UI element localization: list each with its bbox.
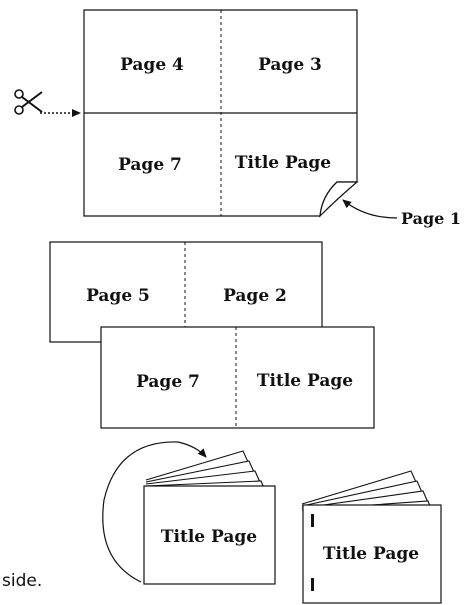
stapled-booklet-cover-label: Title Page (323, 544, 419, 564)
panel-label-title-page: Title Page (235, 153, 331, 173)
flip-arrow (102, 441, 207, 583)
callout-arrow (342, 199, 398, 219)
stapled-booklet-cover (302, 504, 442, 604)
booklet-cover (143, 485, 276, 585)
panel-label-page-7: Page 7 (118, 155, 182, 175)
strip-back-outline (49, 241, 323, 343)
page-1-callout: Page 1 (342, 199, 461, 228)
strip-front-outline (100, 326, 375, 429)
staple-bottom (311, 578, 314, 591)
strip-label-title-page: Title Page (257, 371, 353, 391)
strip-label-page-2: Page 2 (223, 286, 287, 306)
strip-label-page-7: Page 7 (136, 372, 200, 392)
booklet-stapled: Title Page (301, 470, 442, 604)
strip-front: Page 7 Title Page (100, 326, 375, 429)
strip-label-page-5: Page 5 (86, 286, 150, 306)
four-panel-sheet: Page 4 Page 3 Page 7 Title Page (83, 9, 359, 218)
staple-top (311, 514, 314, 527)
caption-text: side. (2, 571, 42, 591)
scissors-icon (14, 89, 43, 115)
folded-corner (319, 181, 359, 218)
callout-label-page-1: Page 1 (401, 209, 461, 228)
strip-back: Page 5 Page 2 (49, 241, 323, 343)
booklet-folded: Title Page (143, 450, 276, 585)
panel-label-page-3: Page 3 (258, 55, 322, 75)
booklet-cover-label: Title Page (161, 527, 257, 547)
panel-label-page-4: Page 4 (120, 55, 184, 75)
